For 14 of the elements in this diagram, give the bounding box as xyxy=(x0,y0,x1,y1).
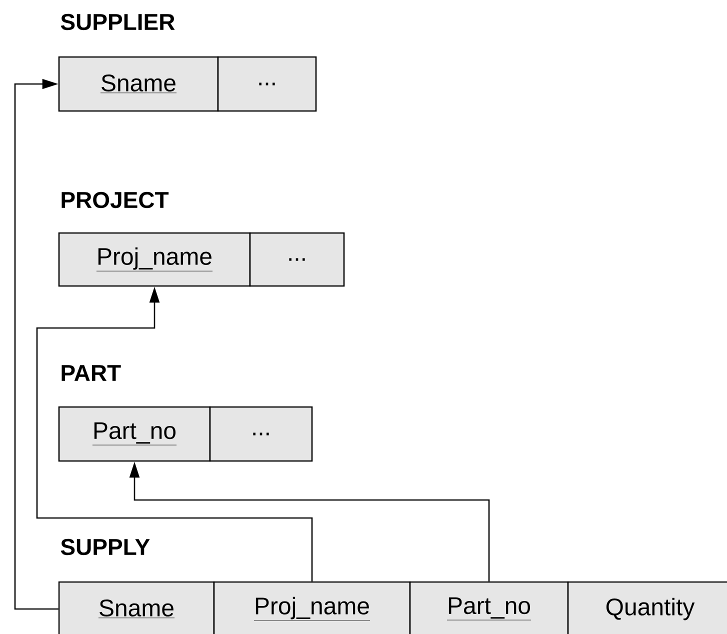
attribute-cell: Part_no xyxy=(58,406,211,462)
attribute-cell: ... xyxy=(249,232,345,287)
foreign-key-arrow xyxy=(14,78,58,610)
attribute-cell: Quantity xyxy=(567,581,727,634)
attribute-cell: ... xyxy=(217,56,317,112)
attribute-cell: Part_no xyxy=(409,581,569,634)
attribute-cell: Sname xyxy=(58,56,219,112)
attribute-cell: ... xyxy=(209,406,313,462)
relation-name: PROJECT xyxy=(62,192,169,208)
relation-name: SUPPLIER xyxy=(60,14,175,30)
relation-name: SUPPLY xyxy=(60,538,150,556)
relation-name: PART xyxy=(62,365,121,381)
attribute-cell: Proj_name xyxy=(213,581,411,634)
attribute-cell: Sname xyxy=(58,581,215,634)
